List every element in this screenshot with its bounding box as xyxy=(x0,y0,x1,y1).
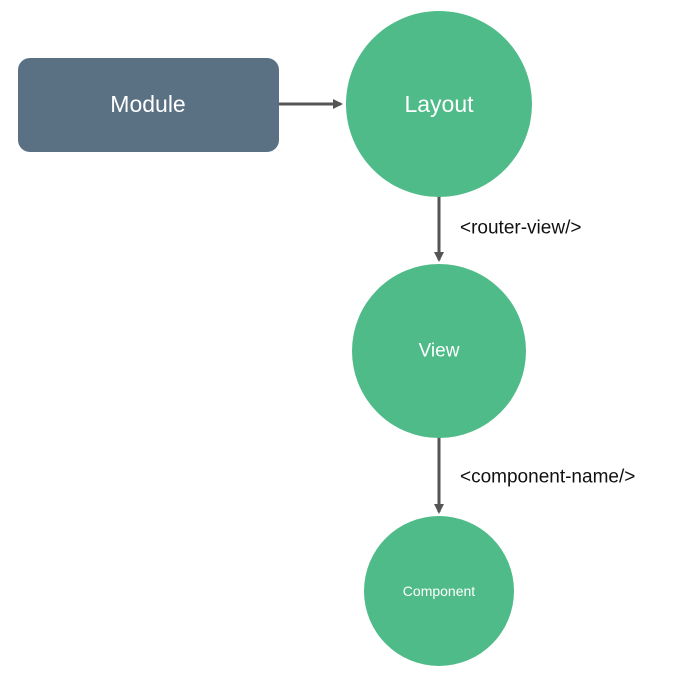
layout-node: Layout xyxy=(346,11,532,197)
module-node-label: Module xyxy=(110,91,185,117)
layout-node-circle xyxy=(346,11,532,197)
edge-label-component-name: <component-name/> xyxy=(460,467,635,488)
component-node-label: Component xyxy=(403,583,475,599)
view-node-circle xyxy=(352,264,526,438)
module-node-box xyxy=(18,58,279,152)
view-node: View xyxy=(352,264,526,438)
view-node-label: View xyxy=(419,341,460,362)
component-node: Component xyxy=(364,516,514,666)
layout-node-label: Layout xyxy=(404,91,474,117)
module-node: Module xyxy=(18,58,279,152)
edge-label-router-view: <router-view/> xyxy=(460,218,581,239)
component-node-circle xyxy=(364,516,514,666)
